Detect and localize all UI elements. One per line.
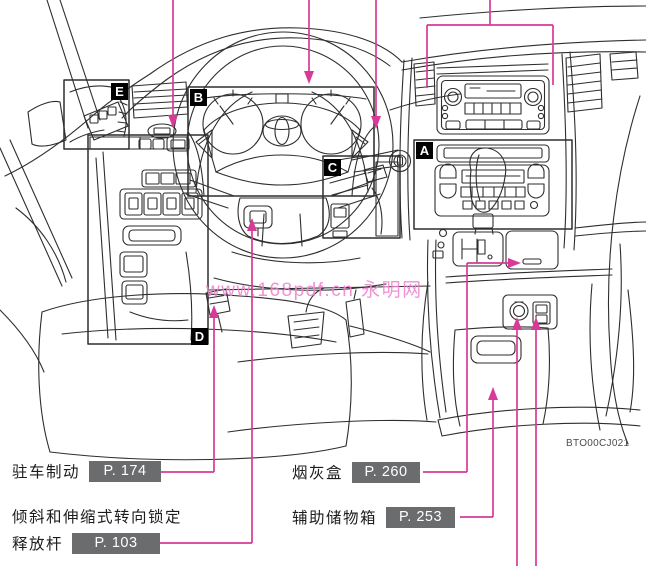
callout-label: 烟灰盒: [292, 465, 344, 482]
lower-console: [426, 230, 641, 437]
page-ref-badge: P. 253: [386, 506, 456, 528]
console-switch: [532, 301, 551, 325]
shift-knob: [469, 147, 507, 213]
leader-ashtray: [423, 262, 510, 473]
callout-lines: [141, 0, 554, 566]
leader-vents-bracket: [426, 0, 554, 88]
ashtray: [505, 230, 559, 270]
figure-code: BTO00CJ021: [566, 438, 630, 449]
cigarette-lighter: [509, 301, 529, 321]
audio-unit: [436, 75, 550, 135]
a-pillar-lines: [46, 0, 101, 129]
window-switches: [119, 188, 203, 220]
seat-and-floor: [0, 139, 437, 461]
callout-steering-lock-line2: 释放杆 P. 103: [12, 532, 161, 554]
side-vent: [609, 51, 639, 81]
callout-label: 释放杆: [12, 536, 64, 553]
center-right-vent: [565, 53, 603, 113]
leader-parking-brake: [160, 316, 215, 473]
door-handle: [122, 225, 182, 246]
callout-steering-lock-line1: 倾斜和伸缩式转向锁定: [12, 505, 182, 527]
leader-aux-box: [460, 398, 494, 518]
accelerator-pedal: [345, 298, 365, 338]
marker-e: E: [111, 83, 128, 100]
callout-parking-brake: 驻车制动 P. 174: [12, 460, 162, 482]
toyota-emblem: [262, 115, 302, 147]
inset-box-d: [87, 134, 209, 345]
callout-label: 辅助储物箱: [292, 510, 378, 527]
marker-c: C: [324, 159, 341, 176]
callout-aux-box: 辅助储物箱 P. 253: [292, 506, 456, 528]
brake-pedal: [287, 311, 325, 349]
inset-box-a: [413, 139, 573, 267]
shift-base: [472, 213, 494, 229]
callout-label: 倾斜和伸缩式转向锁定: [12, 509, 183, 526]
page-ref-badge: P. 174: [89, 460, 162, 482]
callout-ashtray: 烟灰盒 P. 260: [292, 461, 421, 483]
climate-panel: [434, 164, 550, 217]
airbag-pad: [203, 102, 361, 173]
stalk-tip: [363, 164, 388, 183]
aux-box-handle: [470, 335, 522, 364]
callout-label: 驻车制动: [12, 464, 81, 481]
inset-box-b: [187, 86, 375, 197]
socket-panel: [502, 294, 558, 330]
steering-lock-lever: [243, 205, 273, 229]
dimmer-switch: [147, 123, 177, 139]
marker-b: B: [190, 89, 207, 106]
mirror-control-switch: [83, 101, 129, 141]
page-ref-badge: P. 103: [72, 532, 161, 554]
shift-gate: [452, 231, 504, 267]
steering-column: [237, 197, 330, 244]
marker-d: D: [191, 328, 208, 345]
center-left-vent: [413, 61, 436, 107]
page-ref-badge: P. 260: [352, 461, 421, 483]
marker-a: A: [416, 142, 433, 159]
inset-box-c: [322, 155, 401, 239]
mirror-patch: [27, 100, 67, 147]
watermark: www.168pdf.cn 永明网: [206, 280, 423, 301]
